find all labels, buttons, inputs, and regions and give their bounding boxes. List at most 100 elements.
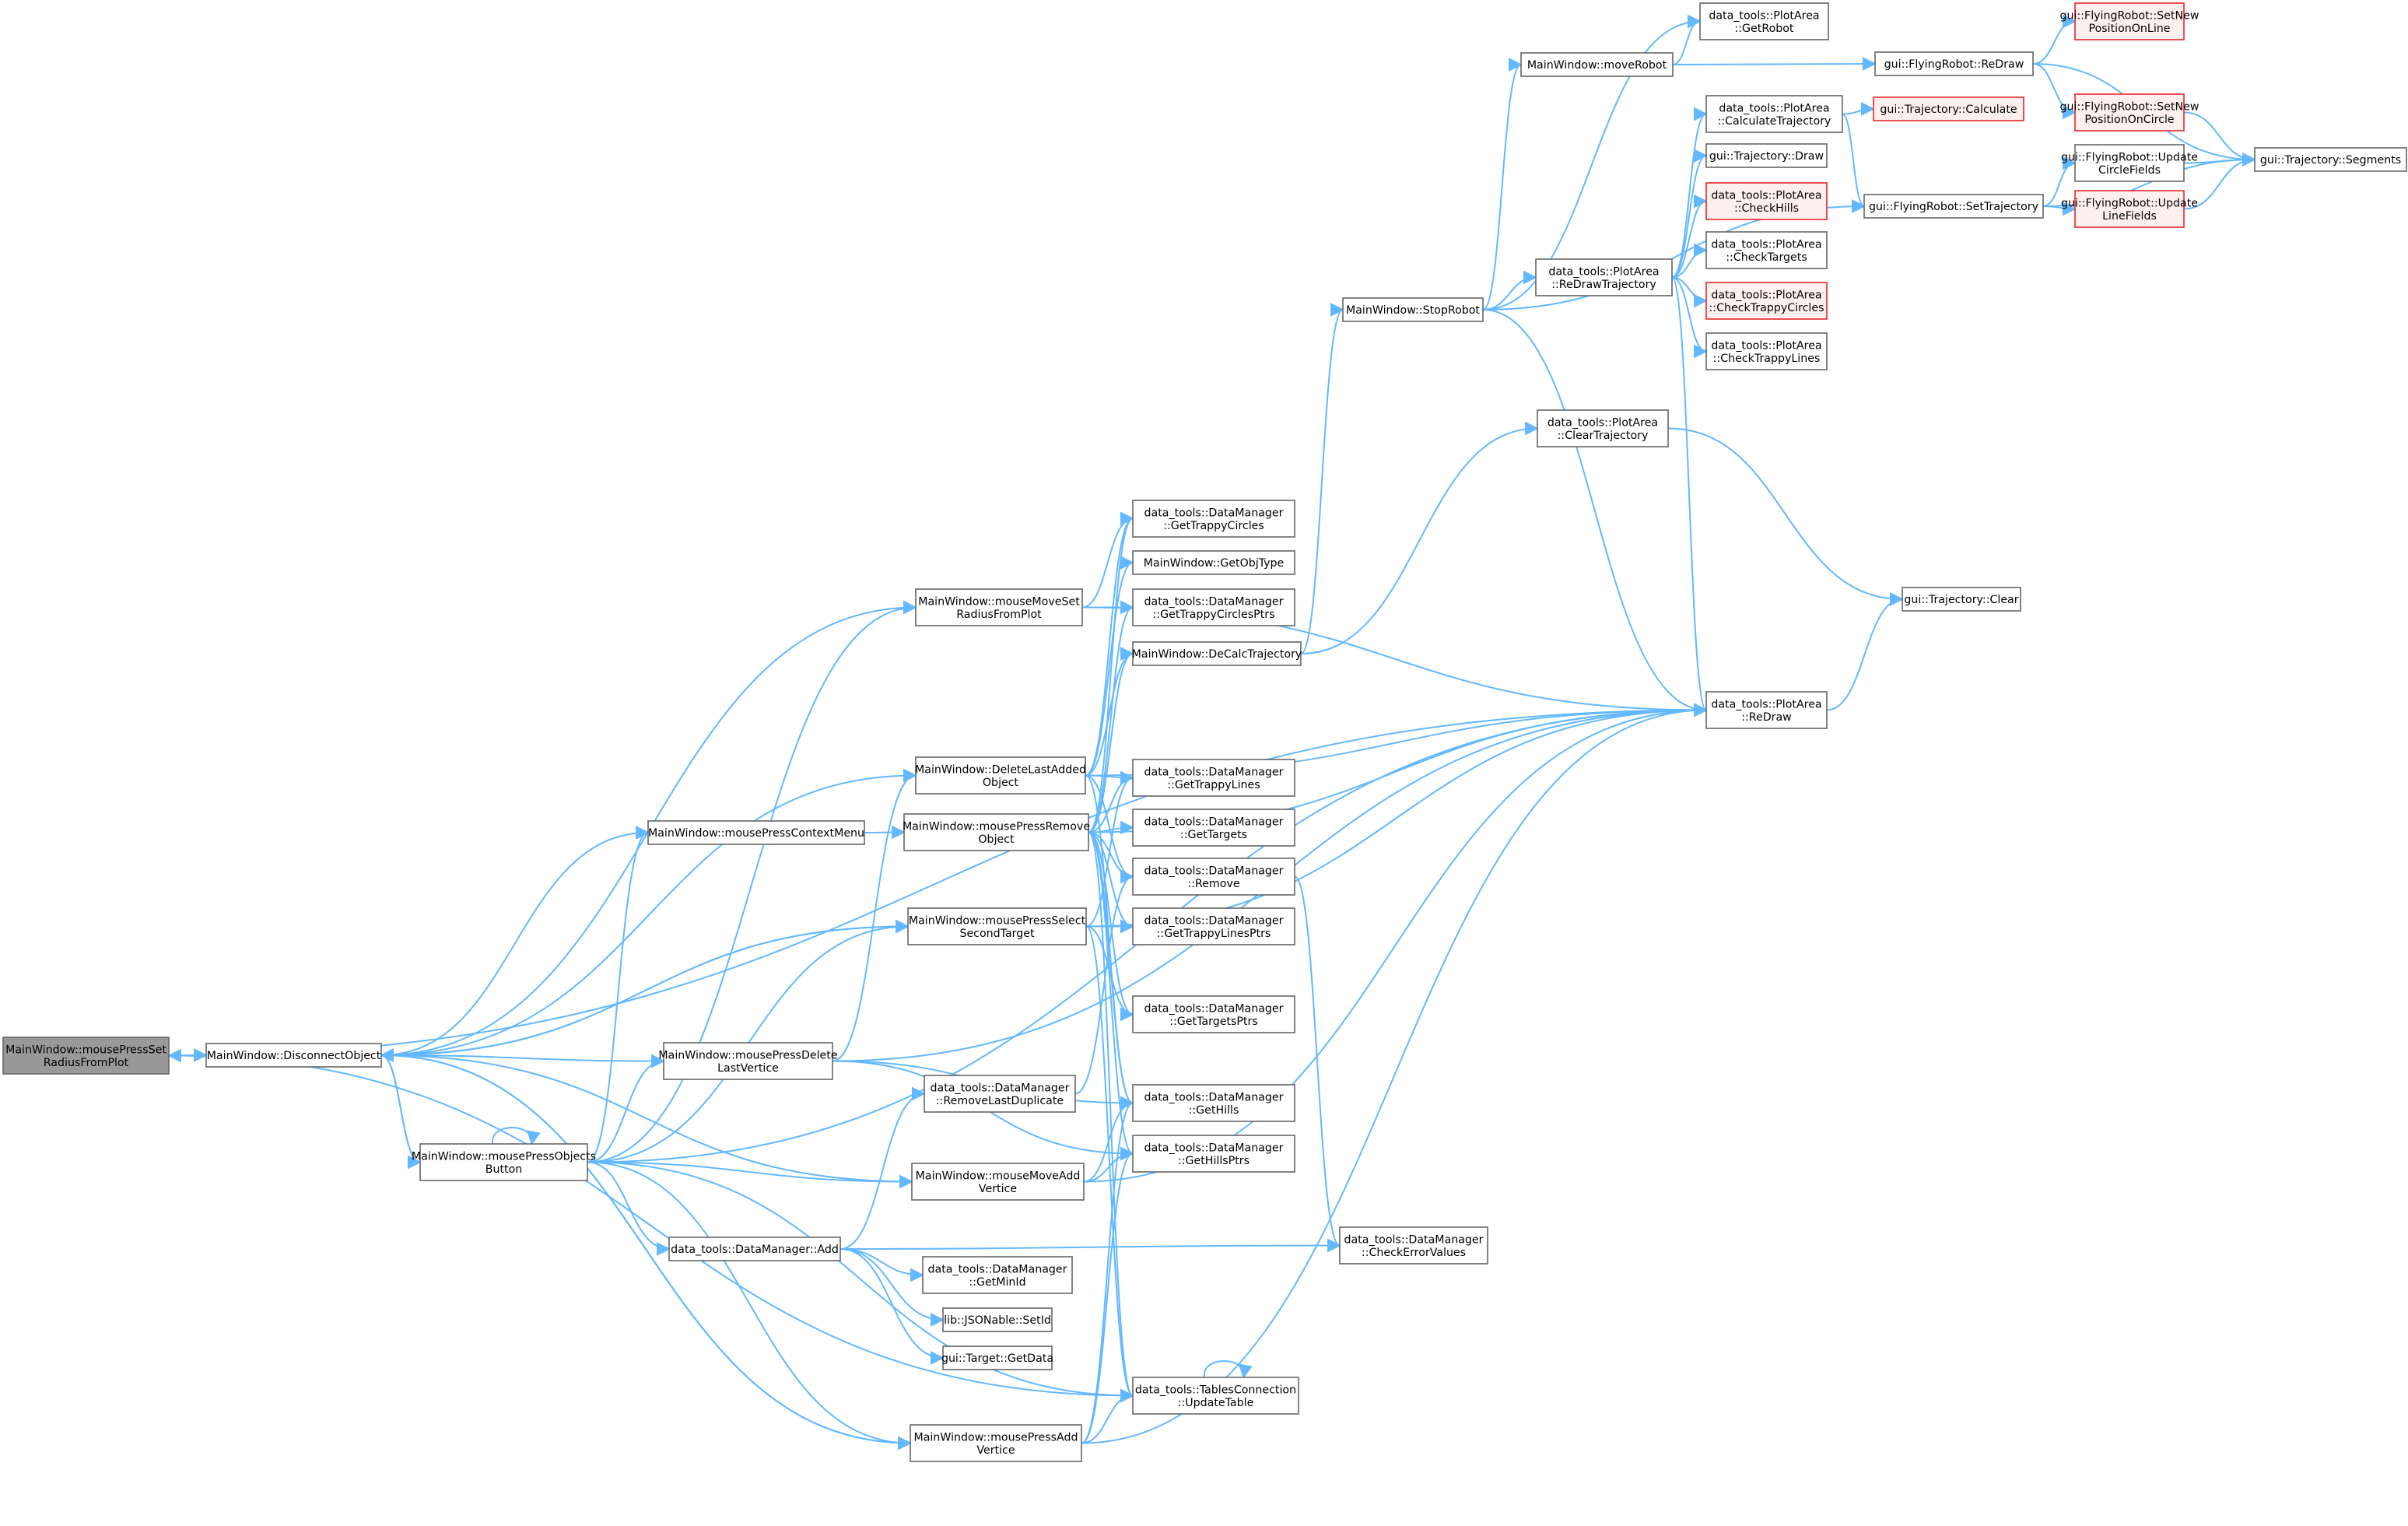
edge-pressAddVertice-to-disconnect [380, 1048, 911, 1444]
node-getMinId[interactable]: data_tools::DataManager::GetMinId [922, 1256, 1073, 1294]
node-getTrappyCircles[interactable]: data_tools::DataManager::GetTrappyCircle… [1132, 500, 1295, 538]
node-label: MainWindow::mousePressSet [5, 1044, 166, 1056]
node-label: gui::FlyingRobot::SetTrajectory [1869, 201, 2038, 213]
node-checkTrappyLines[interactable]: data_tools::PlotArea::CheckTrappyLines [1705, 332, 1828, 370]
node-box [942, 1345, 1053, 1370]
node-label: data_tools::PlotArea [1711, 289, 1821, 301]
node-box [1705, 332, 1828, 370]
node-getTargets[interactable]: data_tools::DataManager::GetTargets [1132, 809, 1295, 847]
node-label: ::RemoveLastDuplicate [936, 1095, 1064, 1107]
edge-pressRemove-to-updateTable [1088, 831, 1134, 1403]
node-label: LineFields [2102, 210, 2157, 223]
edge-deleteLast-to-getTrappyCircles [1085, 511, 1134, 777]
node-getRobot[interactable]: data_tools::PlotArea::GetRobot [1699, 2, 1829, 40]
node-trajDraw[interactable]: gui::Trajectory::Draw [1705, 143, 1828, 168]
node-getObjType[interactable]: MainWindow::GetObjType [1132, 550, 1295, 575]
node-getTargetsPtrs[interactable]: data_tools::DataManager::GetTargetsPtrs [1132, 995, 1295, 1033]
node-label: Vertice [976, 1444, 1015, 1457]
node-label: ::GetRobot [1735, 23, 1794, 35]
node-plotReDraw[interactable]: data_tools::PlotArea::ReDraw [1705, 691, 1828, 729]
node-label: MainWindow::mousePressDelete [658, 1049, 837, 1061]
node-label: MainWindow::mousePressRemove [903, 820, 1090, 833]
node-updateTable[interactable]: data_tools::TablesConnection::UpdateTabl… [1132, 1377, 1299, 1415]
node-removeDup[interactable]: data_tools::DataManager::RemoveLastDupli… [924, 1075, 1076, 1113]
node-setId[interactable]: lib::JSONable::SetId [942, 1307, 1053, 1332]
node-dmRemove[interactable]: data_tools::DataManager::Remove [1132, 858, 1295, 896]
node-trajSegments[interactable]: gui::Trajectory::Segments [2254, 147, 2407, 172]
edge-reDrawTraj-to-checkTargets [1671, 243, 1708, 279]
node-box [1132, 641, 1302, 666]
node-label: data_tools::DataManager [1144, 816, 1284, 828]
nodes-layer: MainWindow::mousePressSetRadiusFromPlotM… [2, 2, 2407, 1462]
node-label: data_tools::DataManager::Add [671, 1244, 839, 1256]
node-getTrappyLines[interactable]: data_tools::DataManager::GetTrappyLines [1132, 759, 1295, 797]
node-label: MainWindow::mousePressObjects [412, 1150, 596, 1163]
node-getHillsPtrs[interactable]: data_tools::DataManager::GetHillsPtrs [1132, 1135, 1295, 1173]
node-robotReDraw[interactable]: gui::FlyingRobot::ReDraw [1874, 51, 2034, 76]
node-setTrajectory[interactable]: gui::FlyingRobot::SetTrajectory [1863, 194, 2044, 219]
node-checkErrorValues[interactable]: data_tools::DataManager::CheckErrorValue… [1339, 1226, 1488, 1265]
node-label: PositionOnCircle [2084, 114, 2174, 126]
node-box [1132, 500, 1295, 538]
edge-pressSelect-to-getTargetsPtrs [1085, 925, 1134, 1022]
node-calcTraj[interactable]: data_tools::PlotArea::CalculateTrajector… [1705, 95, 1843, 133]
node-label: Button [485, 1163, 523, 1176]
node-label: data_tools::DataManager [1144, 1091, 1284, 1103]
node-moveRobot[interactable]: MainWindow::moveRobot [1520, 52, 1674, 77]
node-getData[interactable]: gui::Target::GetData [941, 1345, 1053, 1370]
edge-reDrawTraj-to-checkHills [1671, 194, 1708, 279]
node-stopRobot[interactable]: MainWindow::StopRobot [1342, 297, 1484, 322]
edge-reDrawTraj-to-checkTrappyLines [1671, 276, 1708, 359]
node-label: data_tools::TablesConnection [1135, 1384, 1296, 1396]
node-checkTargets[interactable]: data_tools::PlotArea::CheckTargets [1705, 231, 1828, 269]
node-box [2074, 144, 2185, 182]
node-disconnect[interactable]: MainWindow::DisconnectObject [205, 1043, 382, 1068]
node-deCalc[interactable]: MainWindow::DeCalcTrajectory [1132, 641, 1302, 666]
node-label: ::GetTrappyLines [1167, 779, 1260, 791]
node-box [2074, 2, 2185, 40]
edge-calcTraj-to-setTrajectory [1842, 113, 1866, 213]
node-trajClear[interactable]: gui::Trajectory::Clear [1902, 587, 2021, 612]
edge-disconnect-to-root [167, 1048, 207, 1063]
node-getTrappyCirclesPtrs[interactable]: data_tools::DataManager::GetTrappyCircle… [1132, 588, 1295, 626]
node-reDrawTraj[interactable]: data_tools::PlotArea::ReDrawTrajectory [1535, 258, 1673, 296]
node-label: data_tools::DataManager [1144, 1142, 1284, 1154]
node-label: ::CheckTrappyLines [1713, 353, 1821, 365]
node-box [1132, 1377, 1299, 1415]
node-clearTraj[interactable]: data_tools::PlotArea::ClearTrajectory [1537, 409, 1669, 447]
node-checkTrappyCircles[interactable]: data_tools::PlotArea::CheckTrappyCircles [1705, 282, 1828, 320]
node-getHills[interactable]: data_tools::DataManager::GetHills [1132, 1084, 1295, 1122]
node-box [924, 1075, 1076, 1113]
node-box [1537, 409, 1669, 447]
node-label: data_tools::DataManager [1144, 507, 1284, 519]
node-box [1132, 809, 1295, 847]
node-label: data_tools::DataManager [1144, 766, 1284, 778]
node-label: MainWindow::GetObjType [1144, 557, 1285, 570]
edge-updateLine-to-trajSegments [2183, 153, 2256, 210]
node-contextMenu[interactable]: MainWindow::mousePressContextMenu [647, 820, 865, 845]
node-label: gui::FlyingRobot::ReDraw [1884, 58, 2024, 71]
node-checkHills[interactable]: data_tools::PlotArea::CheckHills [1705, 182, 1828, 220]
node-trajCalculate[interactable]: gui::Trajectory::Calculate [1873, 96, 2024, 121]
edge-root-to-updateTable [168, 1054, 1134, 1403]
node-getTrappyLinesPtrs[interactable]: data_tools::DataManager::GetTrappyLinesP… [1132, 907, 1295, 945]
node-label: ::GetTrappyCircles [1163, 520, 1264, 532]
node-label: RadiusFromPlot [956, 609, 1042, 621]
node-label: ::GetMinId [969, 1276, 1025, 1289]
edge-moveRobot-to-getRobot [1672, 14, 1702, 65]
node-dmAdd[interactable]: data_tools::DataManager::Add [668, 1237, 841, 1261]
node-label: SecondTarget [959, 928, 1035, 940]
